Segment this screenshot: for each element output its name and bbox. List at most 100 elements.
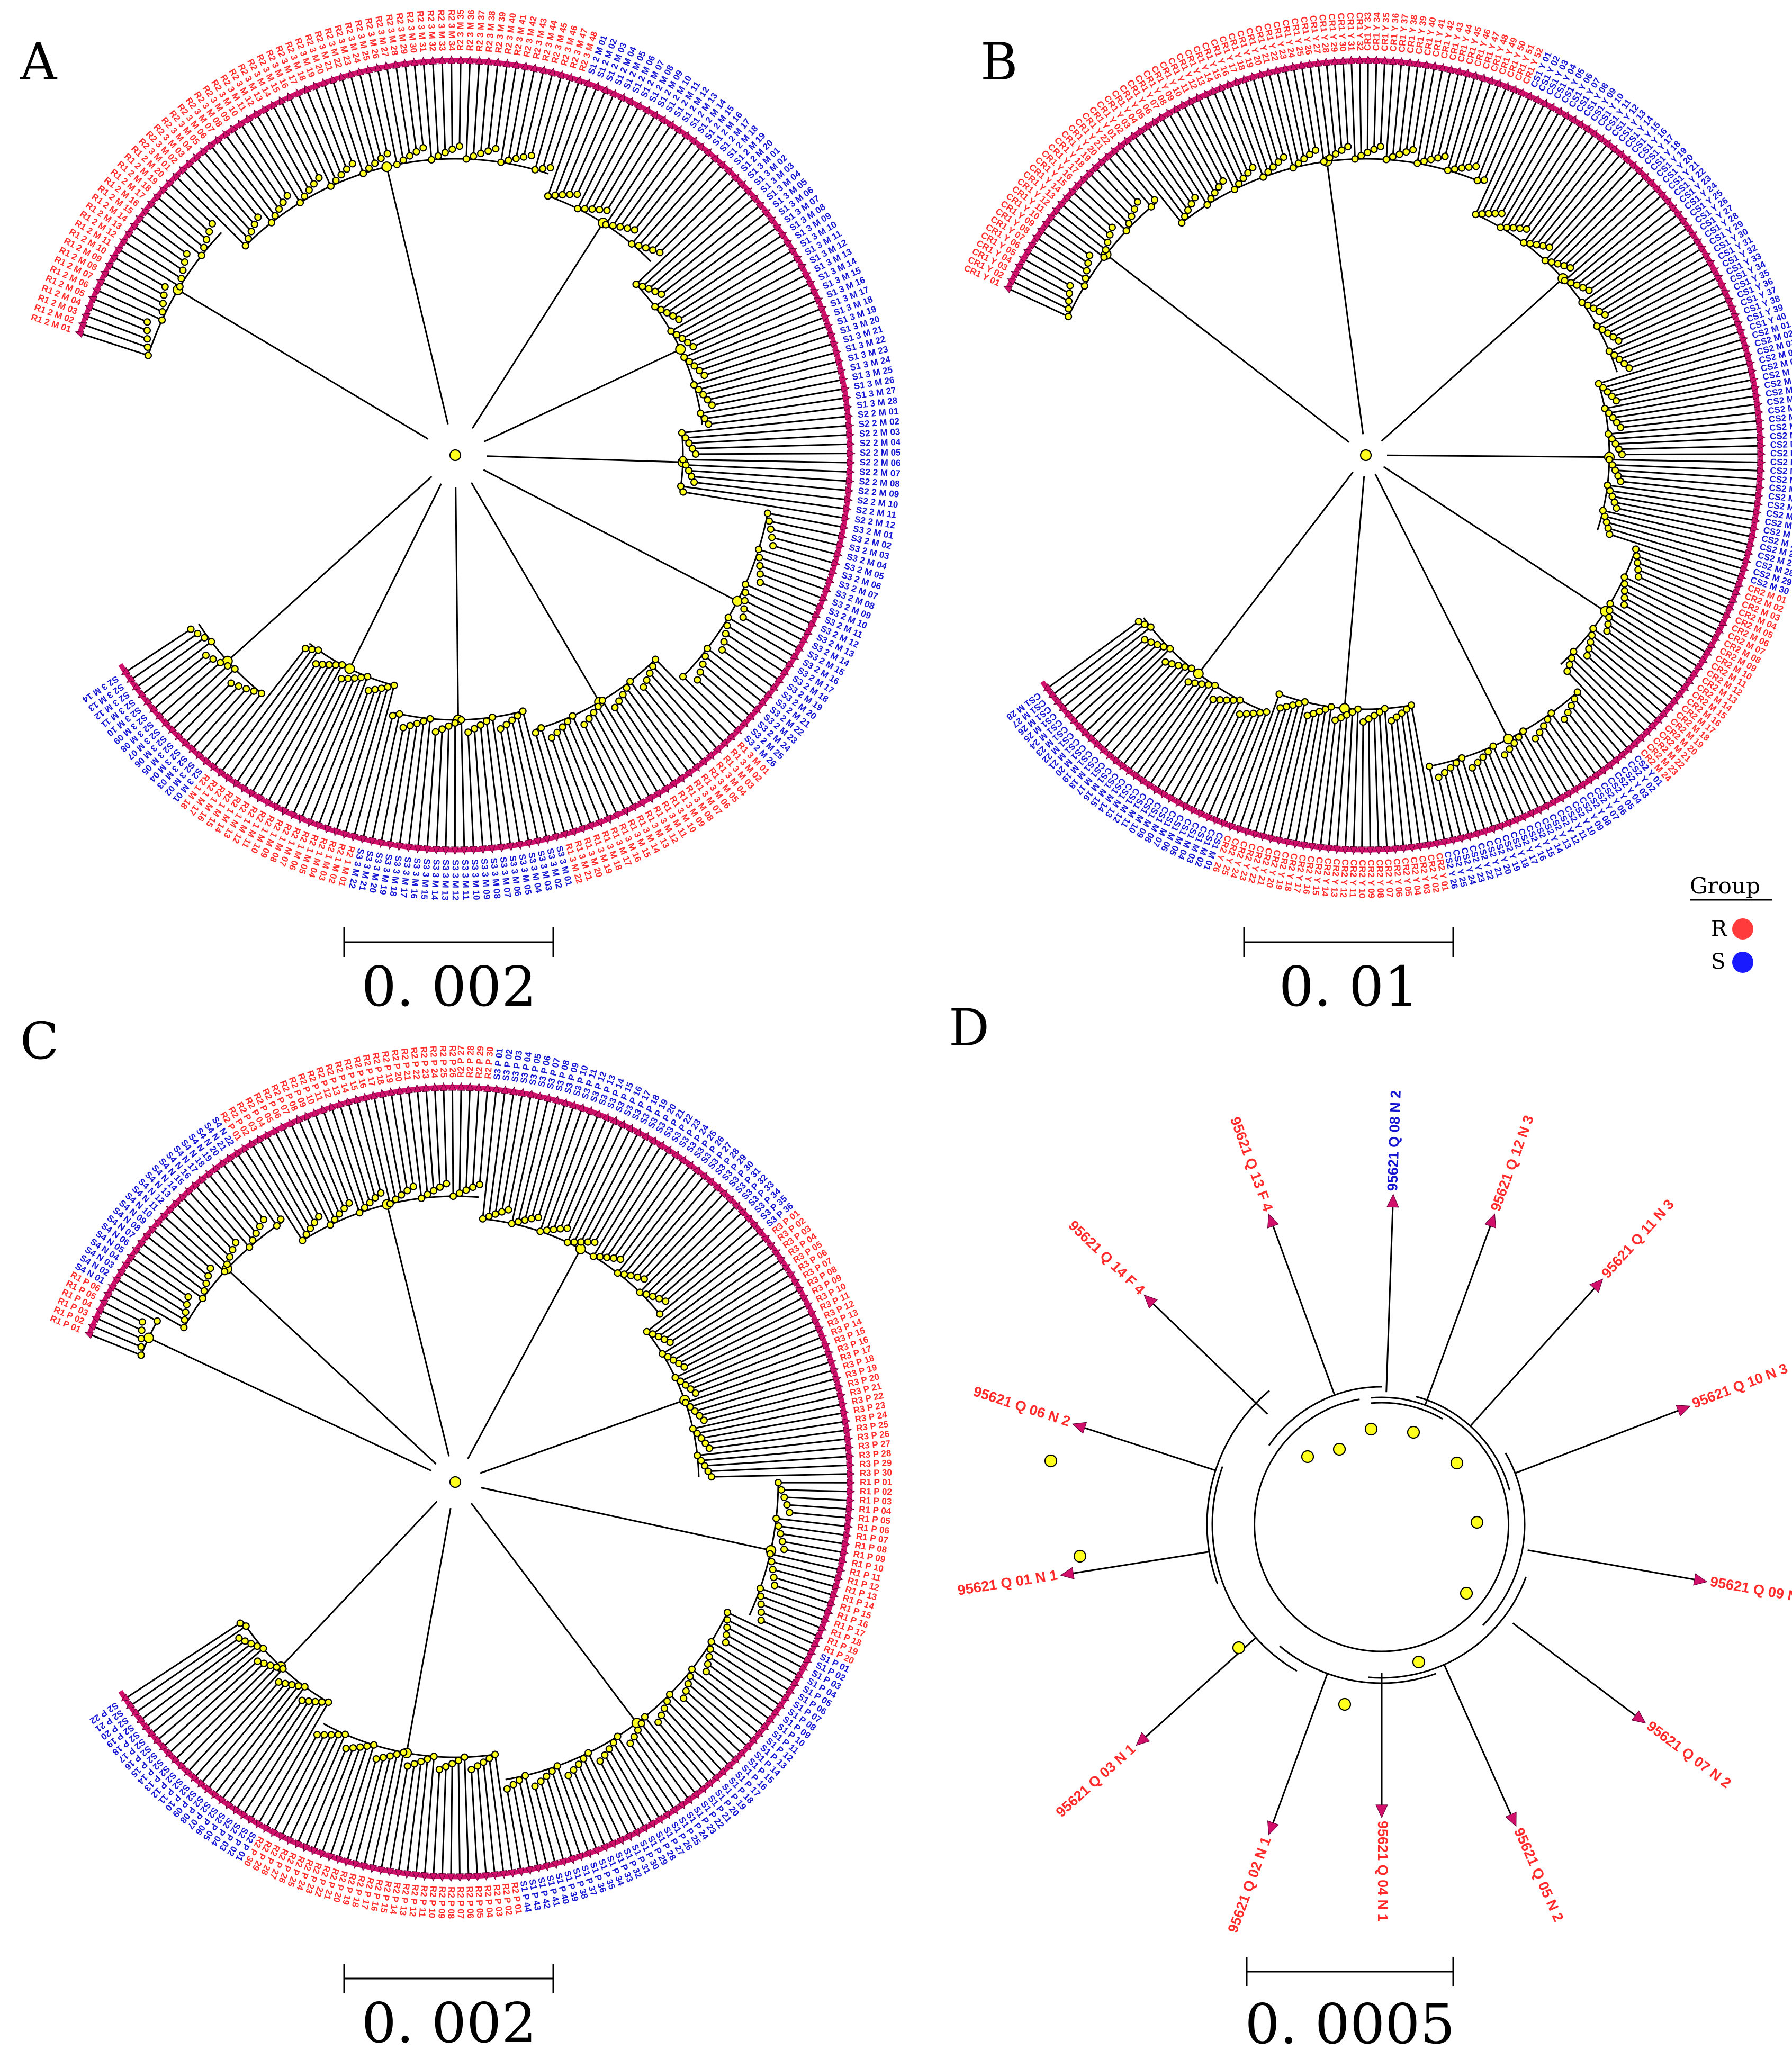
- leaf-branch: [566, 721, 608, 817]
- tip-marker: [794, 644, 804, 652]
- internal-node: [1359, 718, 1367, 726]
- internal-node: [775, 1522, 782, 1530]
- tip-marker: [1421, 60, 1430, 69]
- internal-node: [1364, 1422, 1378, 1436]
- internal-node: [642, 244, 650, 252]
- internal-node: [1451, 165, 1458, 173]
- internal-node: [1618, 450, 1626, 458]
- leaf-branch: [193, 688, 247, 748]
- internal-node: [756, 570, 764, 578]
- internal-node: [757, 1600, 765, 1608]
- tip-marker: [556, 70, 565, 79]
- leaf-label: S3 3 M 10: [470, 859, 482, 900]
- internal-node: [566, 191, 574, 198]
- leaf-branch: [758, 548, 830, 573]
- internal-node: [1587, 638, 1595, 646]
- tip-marker: [626, 97, 633, 106]
- internal-node: [689, 342, 697, 351]
- internal-node: [363, 1742, 371, 1750]
- leaf-branch: [149, 654, 206, 701]
- leaf-branch: [480, 725, 493, 845]
- tip-marker: [767, 216, 777, 225]
- internal-node: [1106, 231, 1114, 239]
- internal-node: [584, 1238, 592, 1246]
- leaf-branch: [1461, 83, 1491, 168]
- tip-marker: [1389, 56, 1397, 65]
- leaf-branch: [1373, 64, 1377, 150]
- tip-marker: [168, 725, 177, 734]
- internal-node: [619, 691, 627, 699]
- internal-node: [722, 1631, 731, 1639]
- leaf-branch: [1021, 267, 1070, 294]
- tip-marker: [813, 297, 823, 305]
- clade-arc: [1211, 1466, 1298, 1672]
- leaf-branch: [1034, 245, 1086, 279]
- internal-node: [1491, 210, 1499, 218]
- internal-node: [1168, 660, 1176, 668]
- tip-marker: [1397, 57, 1405, 66]
- internal-node: [254, 213, 262, 221]
- leaf-branch: [177, 178, 246, 247]
- internal-node: [591, 1238, 599, 1247]
- panel-c-letter: C: [20, 1012, 59, 1071]
- tip-marker: [789, 652, 799, 660]
- clade-stem: [1326, 161, 1364, 435]
- leaf-branch: [665, 1226, 753, 1302]
- tip-marker: [207, 141, 216, 151]
- leaf-branch: [177, 1205, 231, 1258]
- internal-node: [1489, 742, 1497, 750]
- internal-node: [699, 660, 707, 668]
- internal-node: [1395, 150, 1403, 158]
- internal-node: [581, 205, 589, 213]
- leaf-branch: [386, 69, 404, 160]
- tip-marker: [342, 830, 350, 839]
- leaf-branch: [1637, 569, 1727, 608]
- internal-node: [1583, 652, 1591, 660]
- internal-node: [1086, 251, 1094, 259]
- leaf-branch: [707, 1663, 774, 1712]
- internal-node: [357, 673, 365, 682]
- internal-node: [1083, 267, 1091, 275]
- internal-node: [515, 1776, 524, 1784]
- leaf-branch: [686, 464, 847, 473]
- internal-node: [1533, 241, 1541, 249]
- internal-node: [778, 1538, 787, 1546]
- leaf-branch: [92, 1334, 142, 1356]
- leaf-branch: [1043, 231, 1089, 264]
- tip-marker: [710, 154, 719, 164]
- internal-node: [754, 545, 763, 554]
- internal-node: [332, 176, 340, 184]
- internal-node: [379, 1754, 388, 1762]
- tip-marker: [1505, 1811, 1517, 1827]
- tip-marker: [438, 55, 446, 65]
- internal-node: [783, 1501, 791, 1509]
- tip-marker: [669, 779, 677, 789]
- leaf-branch: [107, 274, 164, 304]
- tip-marker: [842, 504, 852, 513]
- leaf-branch: [1622, 453, 1758, 456]
- root-node: [449, 449, 462, 462]
- internal-node: [1184, 206, 1192, 214]
- leaf-branch: [1443, 1664, 1512, 1815]
- leaf-branch: [212, 147, 273, 223]
- leaf-branch: [133, 1258, 189, 1298]
- leaf-branch: [584, 108, 638, 210]
- tip-marker: [1631, 1710, 1646, 1724]
- internal-node: [685, 357, 694, 366]
- leaf-branch: [634, 148, 700, 231]
- leaf-branch: [1618, 445, 1758, 450]
- leaf-branch: [408, 721, 425, 844]
- internal-node: [519, 707, 527, 715]
- leaf-branch: [697, 1404, 840, 1434]
- tip-marker: [832, 349, 842, 357]
- tip-marker: [479, 845, 487, 854]
- tip-marker: [299, 814, 307, 824]
- tip-marker: [1525, 91, 1532, 101]
- leaf-branch: [770, 1553, 838, 1570]
- tip-marker: [304, 85, 312, 94]
- internal-node: [254, 1657, 262, 1665]
- clade-stem: [455, 486, 459, 720]
- clade-node: [143, 1332, 154, 1343]
- internal-node: [646, 669, 654, 678]
